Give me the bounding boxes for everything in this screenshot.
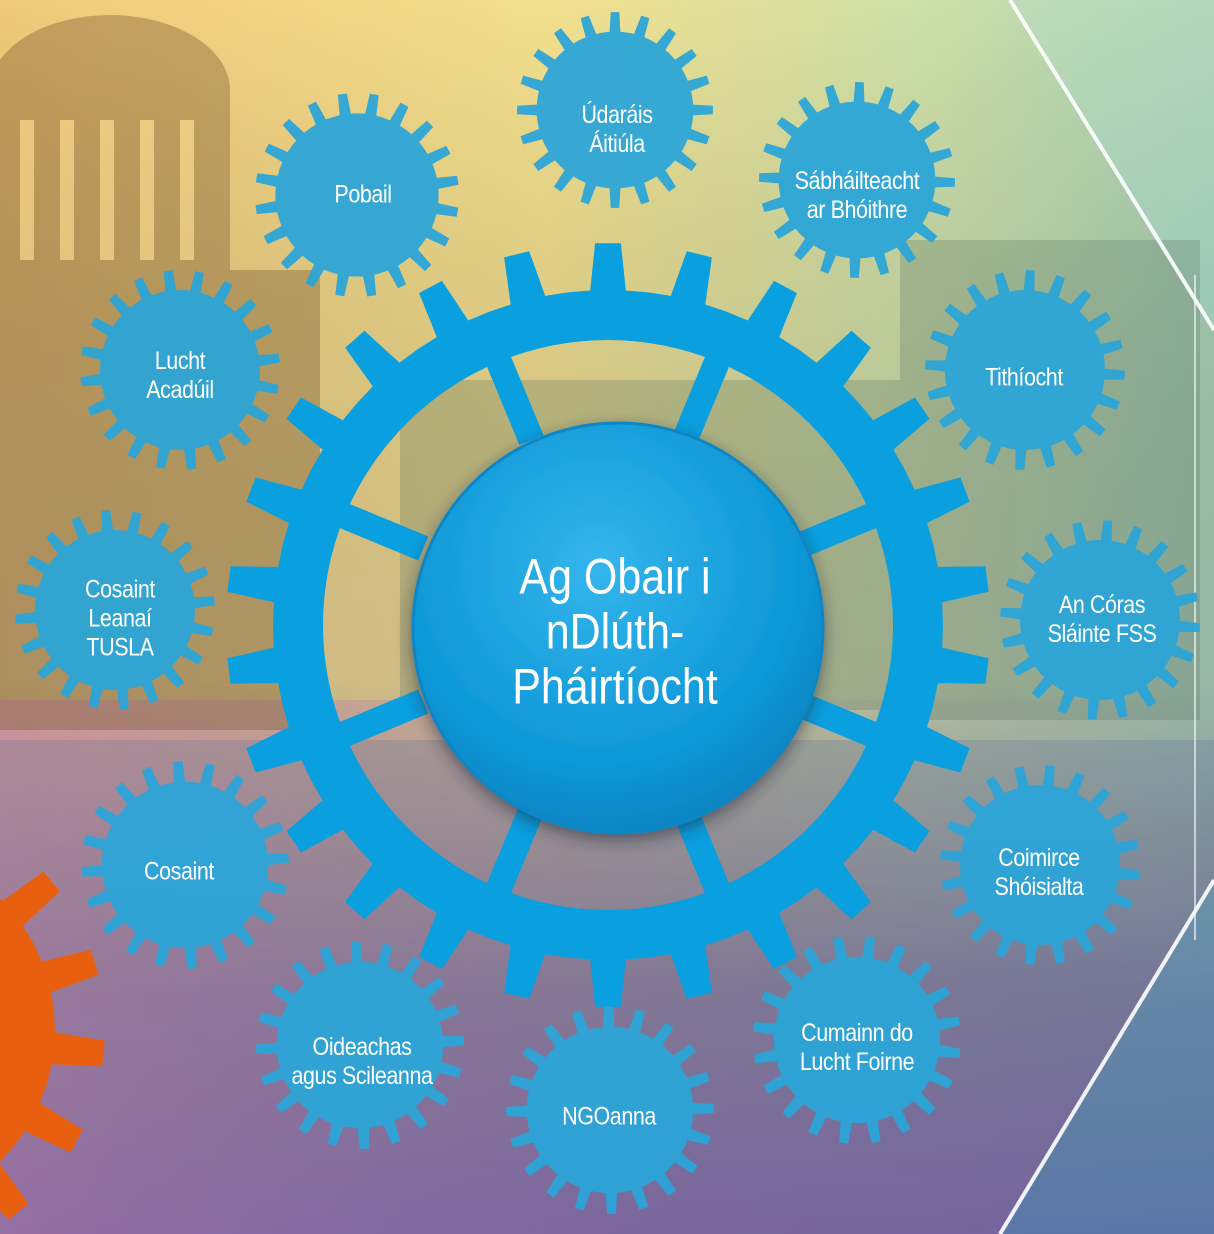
partner-gear-tithiocht bbox=[925, 270, 1125, 470]
ring-gear-spokes bbox=[325, 342, 891, 908]
partner-label-oideachas: Oideachas agus Scileanna bbox=[291, 1033, 433, 1090]
partner-gear-cosaint bbox=[81, 761, 289, 969]
partner-gear-coras-slainte bbox=[1000, 520, 1200, 720]
partner-label-cosaint: Cosaint bbox=[144, 857, 214, 886]
partner-gear-cosaint-leanai bbox=[15, 510, 215, 710]
partner-label-sabhailteacht: Sábháilteacht ar Bhóithre bbox=[794, 167, 920, 224]
partner-label-coras-slainte: An Córas Sláinte FSS bbox=[1047, 591, 1157, 648]
partner-gear-sabhailteacht bbox=[759, 82, 955, 278]
partner-label-cumainn: Cumainn do Lucht Foirne bbox=[799, 1019, 915, 1076]
center-hub bbox=[411, 421, 825, 835]
partner-label-lucht-acaduil: Lucht Acadúil bbox=[146, 347, 214, 404]
partner-gear-cumainn bbox=[753, 936, 961, 1144]
partner-label-ngoanna: NGOanna bbox=[562, 1102, 656, 1131]
center-hub-label: Ag Obair i nDlúth- Pháirtíocht bbox=[512, 548, 718, 715]
partner-gear-lucht-acaduil bbox=[80, 270, 280, 470]
orange-gear-edge bbox=[0, 871, 105, 1220]
partner-gear-udarais bbox=[517, 12, 713, 208]
partner-label-udarais: Údaráis Áitiúla bbox=[581, 101, 653, 158]
partner-label-tithiocht: Tithíocht bbox=[985, 363, 1063, 392]
partner-label-pobail: Pobail bbox=[334, 180, 392, 209]
partner-gear-ngoanna bbox=[506, 1006, 714, 1214]
partner-gear-coimirce bbox=[940, 765, 1140, 965]
partner-label-cosaint-leanai: Cosaint Leanaí TUSLA bbox=[85, 575, 155, 662]
partner-gear-oideachas bbox=[256, 941, 464, 1149]
partner-label-coimirce: Coimirce Shóisialta bbox=[994, 844, 1084, 901]
partner-gear-pobail bbox=[255, 93, 459, 297]
